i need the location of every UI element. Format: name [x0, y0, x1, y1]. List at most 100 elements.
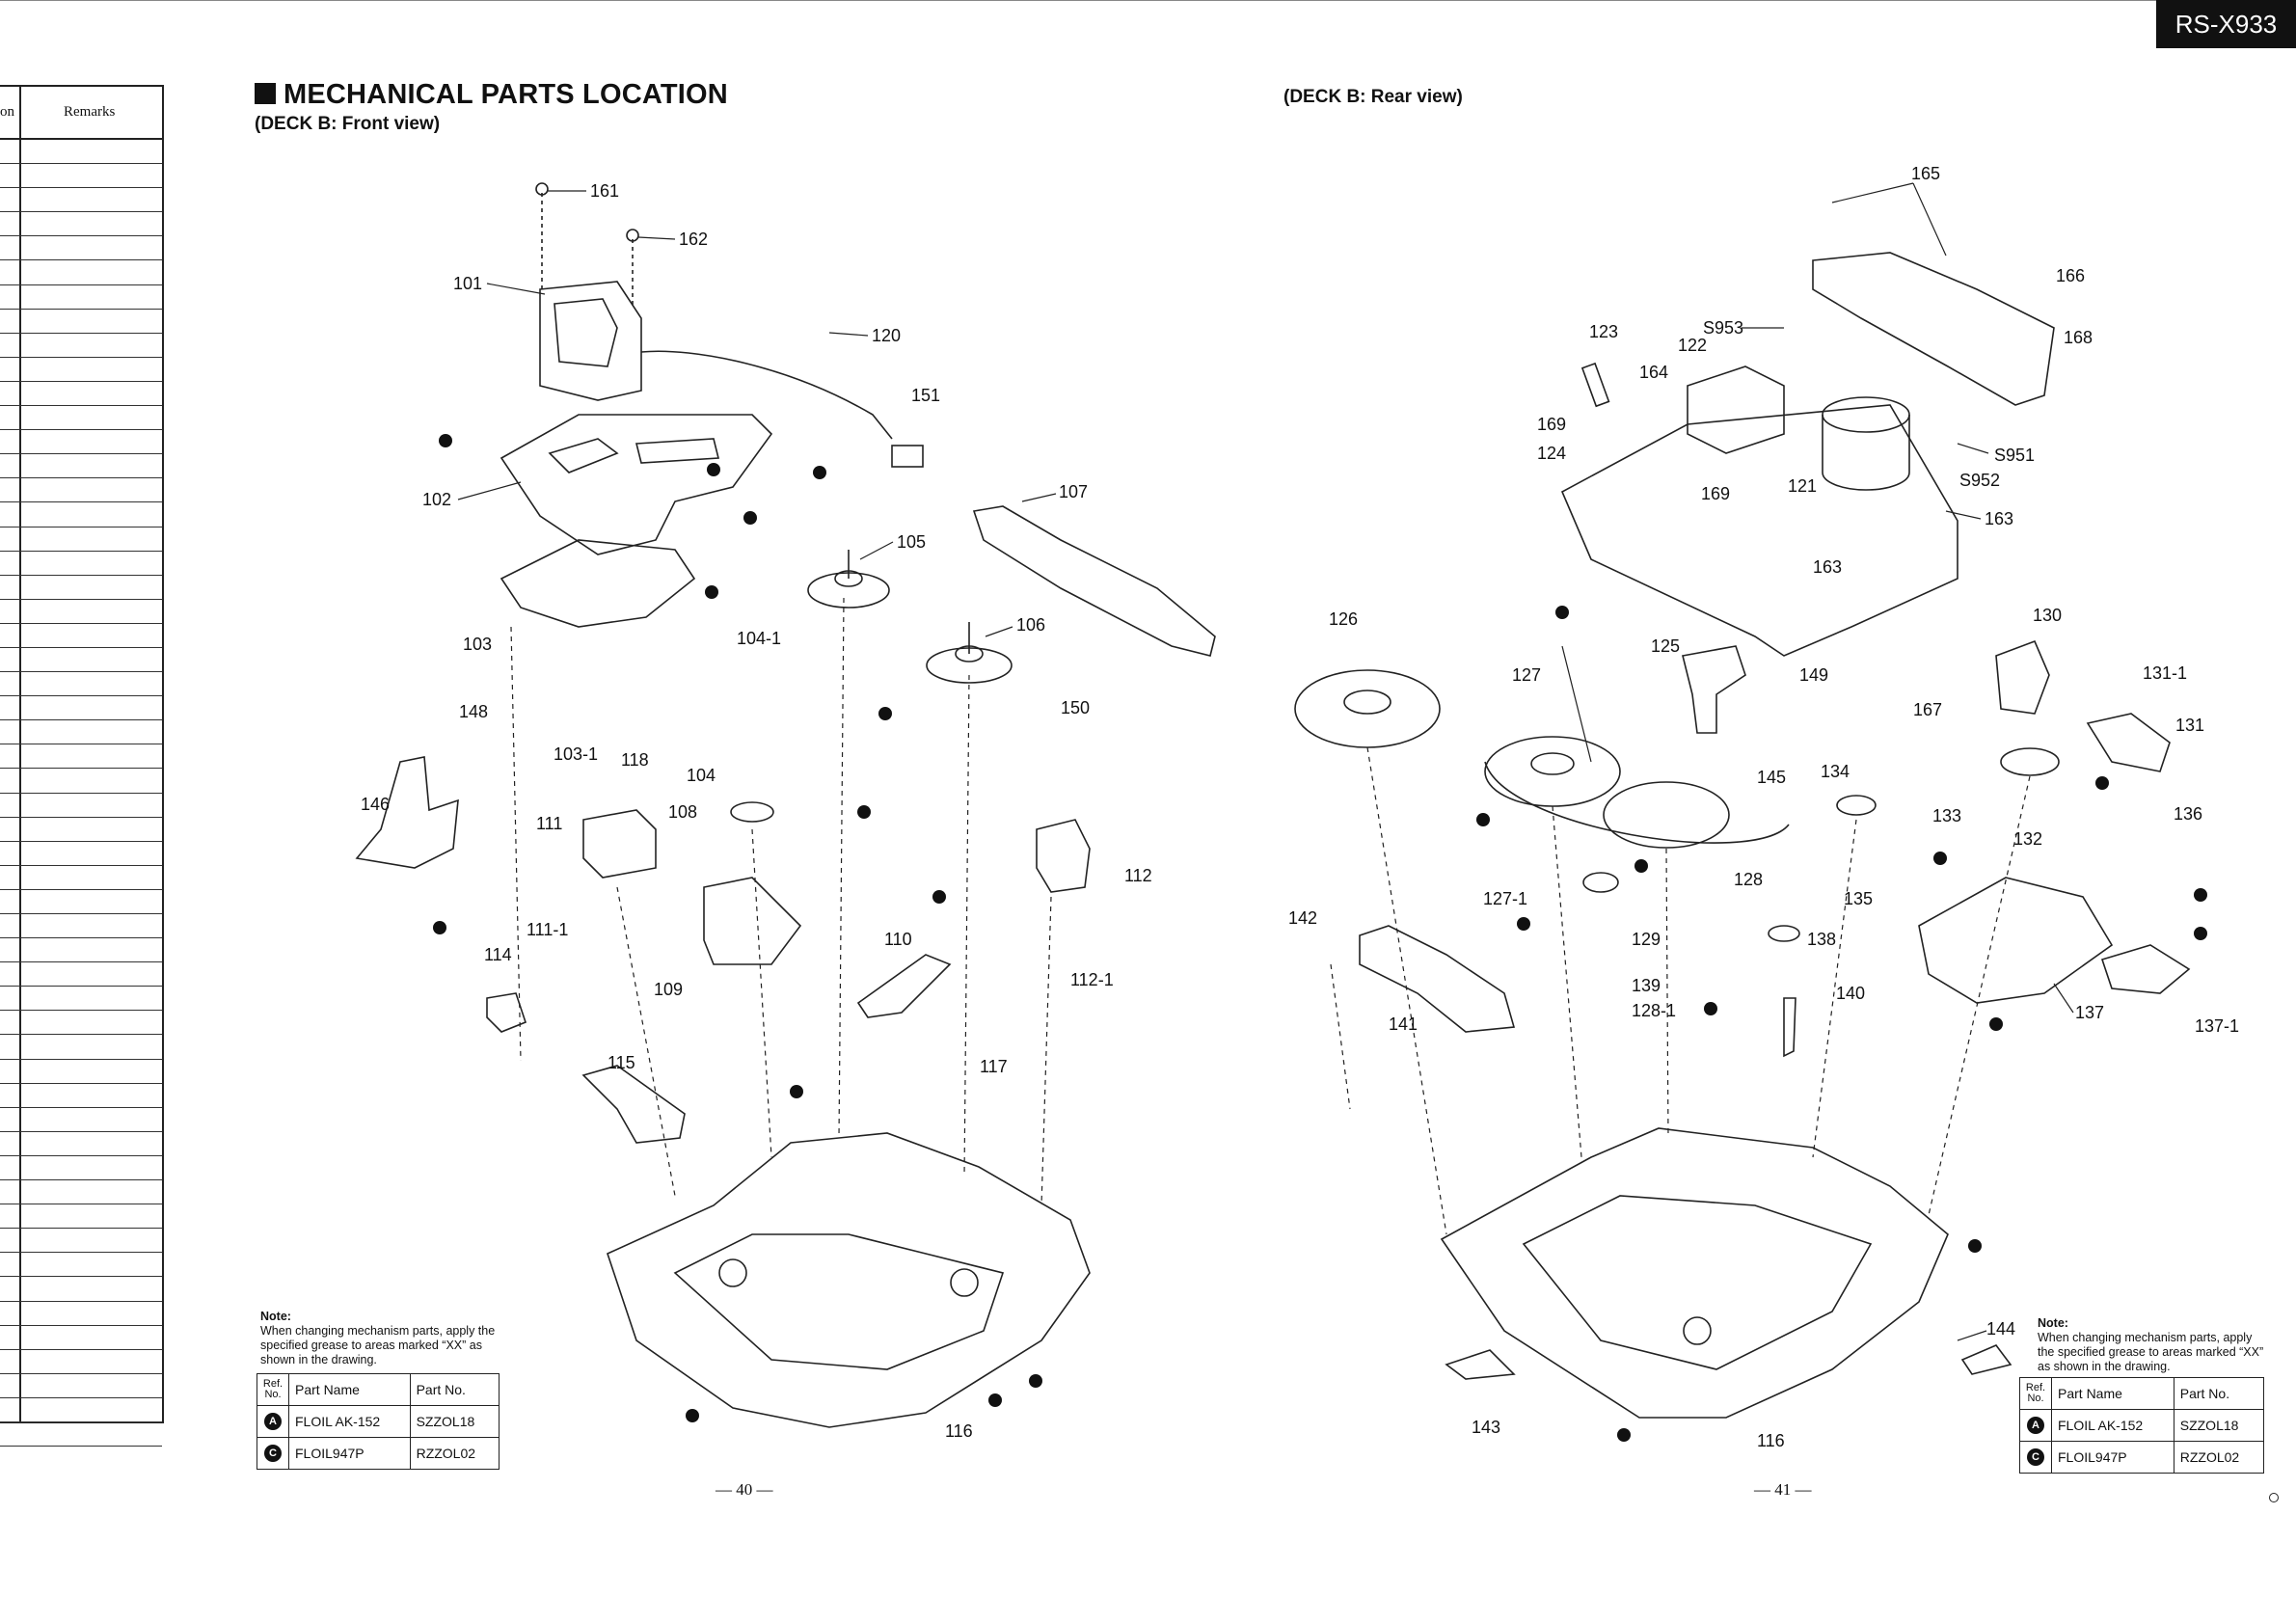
table-row — [0, 1084, 162, 1108]
table-row — [0, 1326, 162, 1350]
callout-label: 116 — [945, 1421, 973, 1441]
part-138 — [1768, 925, 1800, 942]
grease-a-icon — [1029, 1374, 1042, 1388]
grease-a-icon — [813, 466, 826, 479]
part-number: SZZOL18 — [2173, 1409, 2265, 1442]
grease-table-front: Ref. No. Part Name Part No. A FLOIL AK-1… — [257, 1373, 500, 1470]
callout-label: 141 — [1389, 1014, 1418, 1034]
table-row — [0, 1132, 162, 1156]
rear-view-subtitle: (DECK B: Rear view) — [1283, 87, 1463, 107]
ref-no-header: Ref. No. — [257, 1373, 289, 1406]
front-view-drawing — [355, 182, 1216, 1428]
callout-label: 104 — [687, 766, 716, 785]
table-row — [0, 1180, 162, 1205]
plate-141 — [1359, 925, 1516, 1033]
rear-view-drawing — [1294, 252, 2191, 1419]
page-title-text: MECHANICAL PARTS LOCATION — [284, 79, 728, 110]
table-row — [0, 1060, 162, 1084]
title-square-icon — [255, 83, 276, 104]
grease-c-icon: C — [264, 1445, 282, 1462]
callout-label: 123 — [1589, 322, 1618, 341]
note-text: When changing mechanism parts, apply the… — [260, 1324, 496, 1366]
callout-label: 117 — [980, 1057, 1008, 1076]
bracket-168 — [1812, 252, 2055, 406]
callout-label: 111-1 — [527, 920, 568, 939]
callout-label: 115 — [608, 1053, 635, 1072]
callout-label: 108 — [668, 802, 697, 822]
callout-label: 166 — [2056, 266, 2085, 285]
callout-label: 112 — [1124, 866, 1152, 885]
chassis-rear-inner — [1522, 1195, 1873, 1370]
grease-a-icon — [1933, 852, 1947, 865]
part-number: SZZOL18 — [409, 1405, 500, 1438]
parts-list-table: on Remarks — [0, 85, 164, 1447]
callout-label: 104-1 — [737, 629, 781, 648]
grease-c-icon — [988, 1393, 1002, 1407]
part-131 — [2086, 713, 2171, 772]
grease-a-icon — [433, 921, 446, 934]
note-title: Note: — [2038, 1316, 2068, 1330]
leader-127 — [1561, 645, 1592, 763]
guide-line — [963, 674, 970, 1177]
callout-label: 167 — [1913, 700, 1942, 719]
grease-a-icon — [857, 805, 871, 819]
callout-label: 125 — [1651, 636, 1680, 656]
leader-165b — [1912, 182, 1947, 257]
head-detail — [554, 298, 618, 367]
head-plate-102 — [500, 414, 773, 555]
motor-121-body — [1822, 415, 1910, 491]
callout-label: 149 — [1799, 665, 1828, 685]
table-row — [0, 1277, 162, 1302]
grease-a-icon — [2194, 927, 2207, 940]
leader-101 — [486, 283, 546, 295]
part-name-header: Part Name — [288, 1373, 411, 1406]
callout-label: 127 — [1512, 665, 1541, 685]
column-header-cut: on — [0, 104, 14, 120]
table-row — [0, 1108, 162, 1132]
callout-label: 128-1 — [1632, 1001, 1676, 1020]
guide-line — [838, 597, 845, 1139]
part-114 — [486, 992, 527, 1033]
callout-label: 165 — [1911, 164, 1940, 183]
callout-label: 144 — [1986, 1319, 2015, 1339]
note-text: When changing mechanism parts, apply the… — [2038, 1331, 2264, 1373]
table-column-divider — [19, 87, 21, 1421]
leader-lines — [457, 182, 2074, 1341]
screw-162 — [626, 229, 639, 242]
part-name: FLOIL947P — [288, 1437, 411, 1470]
table-row — [0, 285, 162, 310]
part-144 — [1960, 1344, 2012, 1375]
plate-137 — [1918, 877, 2114, 1004]
page-title: MECHANICAL PARTS LOCATION — [255, 79, 728, 111]
callout-label: S952 — [1959, 471, 2000, 490]
callout-label: 133 — [1932, 806, 1961, 825]
grease-a-icon — [1617, 1428, 1631, 1442]
callout-label: 151 — [911, 386, 940, 405]
callout-label: 124 — [1537, 444, 1566, 463]
callout-label: 114 — [484, 945, 512, 964]
callout-label: 107 — [1059, 482, 1088, 501]
callout-label: 103-1 — [554, 744, 598, 764]
chassis-116 — [607, 1132, 1091, 1428]
part-name: FLOIL AK-152 — [288, 1405, 411, 1438]
guide-line — [1812, 819, 1857, 1158]
callout-label: 127-1 — [1483, 889, 1527, 908]
callout-label: 128 — [1734, 870, 1763, 889]
wire-151 — [640, 350, 893, 440]
grease-c-icon: C — [2027, 1448, 2044, 1466]
top-rule — [0, 0, 2156, 1]
callout-label: 168 — [2064, 328, 2093, 347]
part-125 — [1682, 645, 1746, 734]
solenoid-111 — [582, 809, 657, 879]
callout-label: 109 — [654, 980, 683, 999]
part-number: RZZOL02 — [409, 1437, 500, 1470]
table-row — [0, 334, 162, 358]
table-row — [0, 1302, 162, 1326]
table-row — [0, 188, 162, 213]
table-row — [0, 310, 162, 334]
grease-a-icon — [1989, 1017, 2003, 1031]
table-row — [0, 552, 162, 576]
callout-label: 130 — [2033, 606, 2062, 625]
grease-c-icon — [1634, 859, 1648, 873]
